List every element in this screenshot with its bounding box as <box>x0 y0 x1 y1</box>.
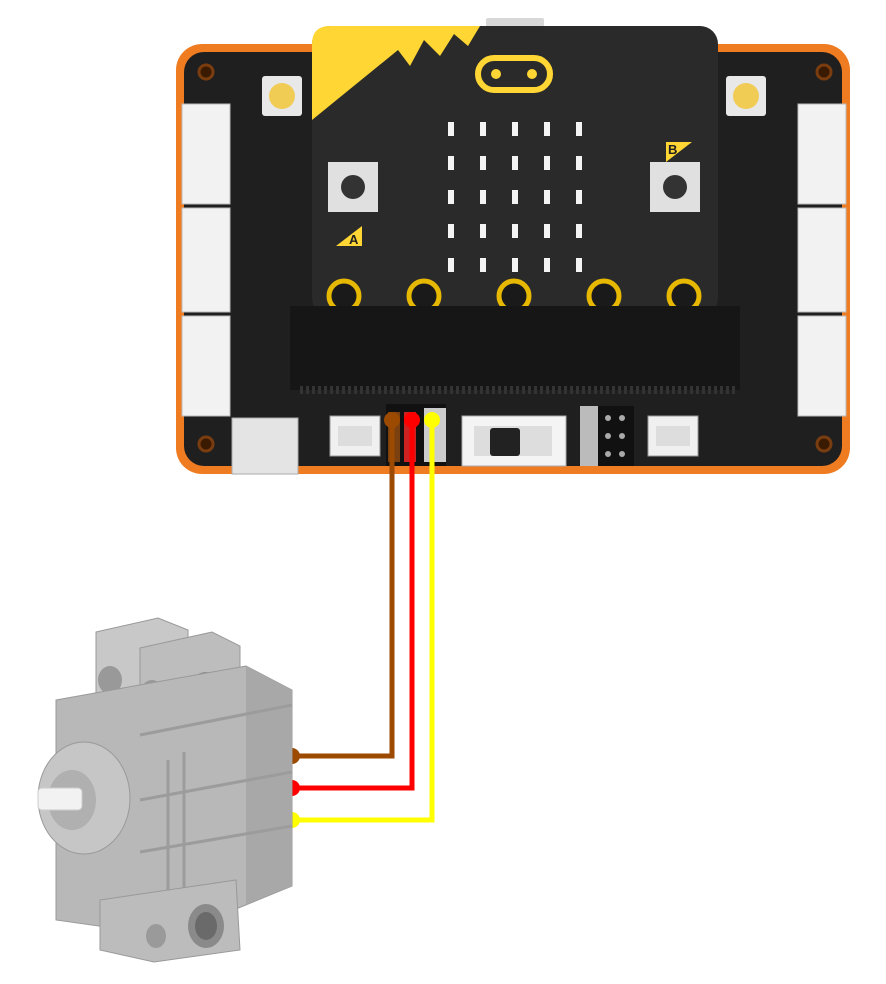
led-0-1 <box>480 122 486 136</box>
led-4-0 <box>448 258 454 272</box>
wire-power <box>292 420 415 791</box>
button-b-label: B <box>668 142 677 157</box>
led-1-1 <box>480 156 486 170</box>
led-matrix <box>448 122 582 272</box>
led-0-2 <box>512 122 518 136</box>
led-0-3 <box>544 122 550 136</box>
button-a[interactable] <box>328 162 378 212</box>
led-4-2 <box>512 258 518 272</box>
wire-ground <box>292 420 395 759</box>
led-2-2 <box>512 190 518 204</box>
led-2-1 <box>480 190 486 204</box>
jst-connector-left <box>329 415 381 457</box>
led-4-4 <box>576 258 582 272</box>
wire-signal <box>292 420 435 823</box>
right-connectors <box>797 103 847 417</box>
led-0-4 <box>576 122 582 136</box>
led-3-3 <box>544 224 550 238</box>
led-3-2 <box>512 224 518 238</box>
mount-hole-bl <box>197 435 215 453</box>
mount-hole-br <box>815 435 833 453</box>
led-3-4 <box>576 224 582 238</box>
pin-header <box>580 406 634 466</box>
led-1-4 <box>576 156 582 170</box>
microbit-corner-graphic <box>312 26 480 120</box>
led-1-2 <box>512 156 518 170</box>
led-4-3 <box>544 258 550 272</box>
jst-connector-right <box>647 415 699 457</box>
led-3-1 <box>480 224 486 238</box>
led-2-3 <box>544 190 550 204</box>
button-a-label: A <box>349 232 359 247</box>
expansion-board: A B <box>176 18 850 475</box>
servo-motor <box>37 617 293 963</box>
led-1-3 <box>544 156 550 170</box>
microbit-logo <box>475 55 553 93</box>
wires <box>284 412 440 828</box>
microbit: A B <box>312 26 718 316</box>
edge-connector <box>290 306 740 390</box>
button-b[interactable] <box>650 162 700 212</box>
edge-connector-teeth <box>300 386 735 394</box>
mount-hole-tl <box>197 63 215 81</box>
board-button-right <box>726 76 766 116</box>
board-button-left <box>262 76 302 116</box>
servo-shaft <box>37 787 83 811</box>
power-switch[interactable] <box>461 415 567 467</box>
led-2-4 <box>576 190 582 204</box>
led-4-1 <box>480 258 486 272</box>
power-connector <box>231 417 299 475</box>
led-3-0 <box>448 224 454 238</box>
led-1-0 <box>448 156 454 170</box>
left-connectors <box>181 103 231 417</box>
led-0-0 <box>448 122 454 136</box>
mount-hole-tr <box>815 63 833 81</box>
led-2-0 <box>448 190 454 204</box>
